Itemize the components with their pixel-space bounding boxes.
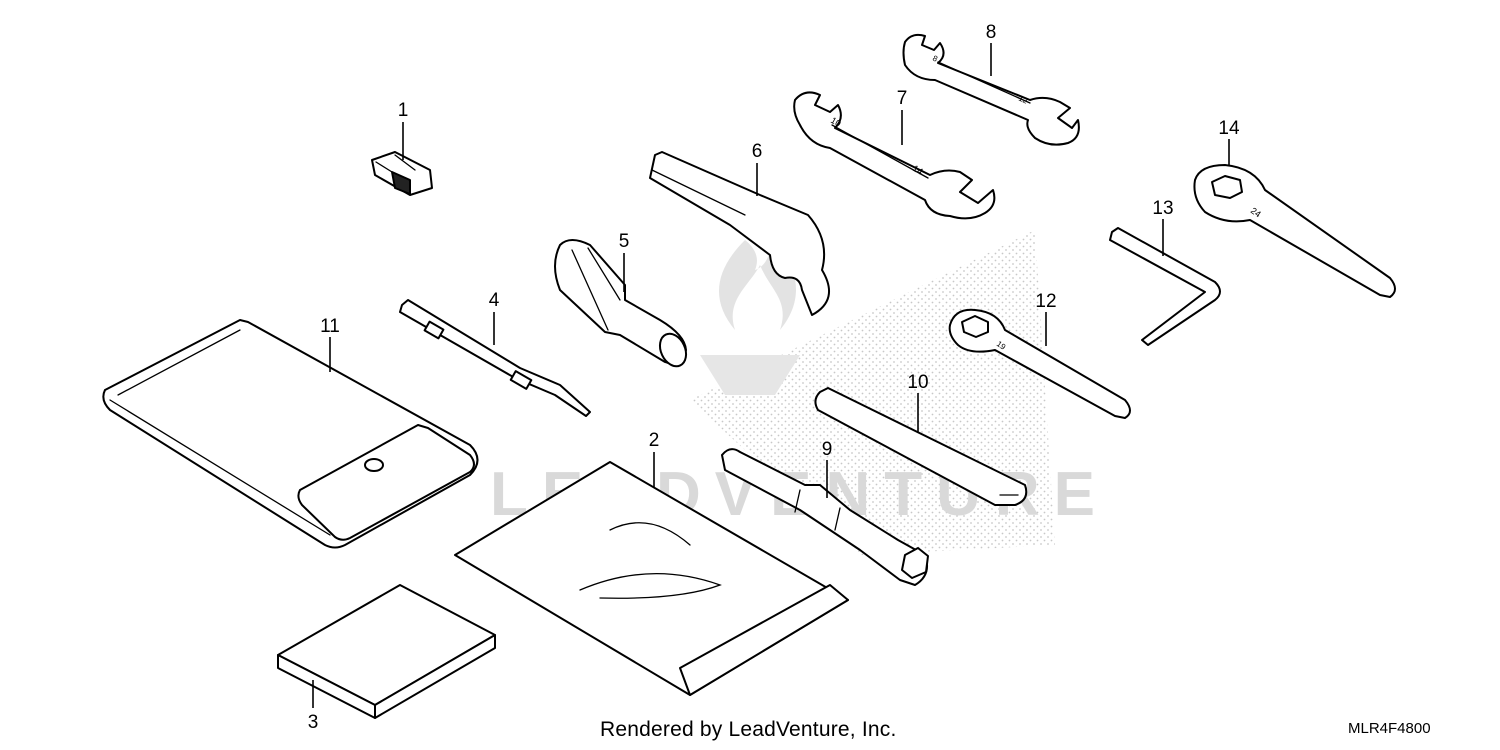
- callout-7: 7: [897, 88, 908, 109]
- callouts: 1 2 3 4 5 6 7 8 9 10 11 12 13 14: [308, 22, 1240, 733]
- part-9-socket-wrench: [721, 448, 929, 586]
- diagram-code: MLR4F4800: [1348, 720, 1431, 737]
- callout-10: 10: [907, 372, 928, 393]
- callout-5: 5: [619, 231, 630, 252]
- callout-8: 8: [986, 22, 997, 43]
- callout-2: 2: [649, 430, 660, 451]
- watermark-v-icon: [700, 355, 800, 395]
- part-12-ring-wrench: 19: [948, 308, 1131, 419]
- part-11-tool-pouch: [102, 319, 479, 549]
- callout-9: 9: [822, 439, 833, 460]
- part-1-clip: [371, 151, 433, 196]
- part-2-manual: [454, 461, 849, 696]
- callout-4: 4: [489, 290, 500, 311]
- callout-11: 11: [320, 316, 340, 337]
- part-14-mark: 24: [1249, 205, 1263, 219]
- part-5-screwdriver-handle: [554, 239, 688, 368]
- part-10-bar: [814, 387, 1028, 506]
- callout-14: 14: [1218, 118, 1240, 139]
- part-8-mark-large: 12: [1017, 94, 1029, 106]
- part-13-hex-key: [1109, 227, 1221, 346]
- rendered-by-credit: Rendered by LeadVenture, Inc.: [600, 718, 897, 741]
- leader-lines: [312, 43, 1230, 708]
- part-8-mark-small: 8: [931, 54, 939, 64]
- part-14-ring-wrench: 24: [1193, 164, 1396, 298]
- part-7-mark-small: 10: [829, 115, 843, 129]
- callout-13: 13: [1152, 198, 1173, 219]
- part-8-wrench: 8 12: [902, 33, 1080, 146]
- part-3-booklet: [277, 584, 496, 719]
- callout-12: 12: [1035, 291, 1056, 312]
- part-6-spanner: [649, 151, 831, 316]
- part-7-mark-large: 14: [911, 163, 925, 177]
- part-7-wrench: 10 14: [793, 91, 996, 220]
- callout-1: 1: [398, 100, 409, 121]
- callout-3: 3: [308, 712, 319, 733]
- part-4-screwdriver-bit: [399, 299, 591, 417]
- callout-6: 6: [752, 141, 763, 162]
